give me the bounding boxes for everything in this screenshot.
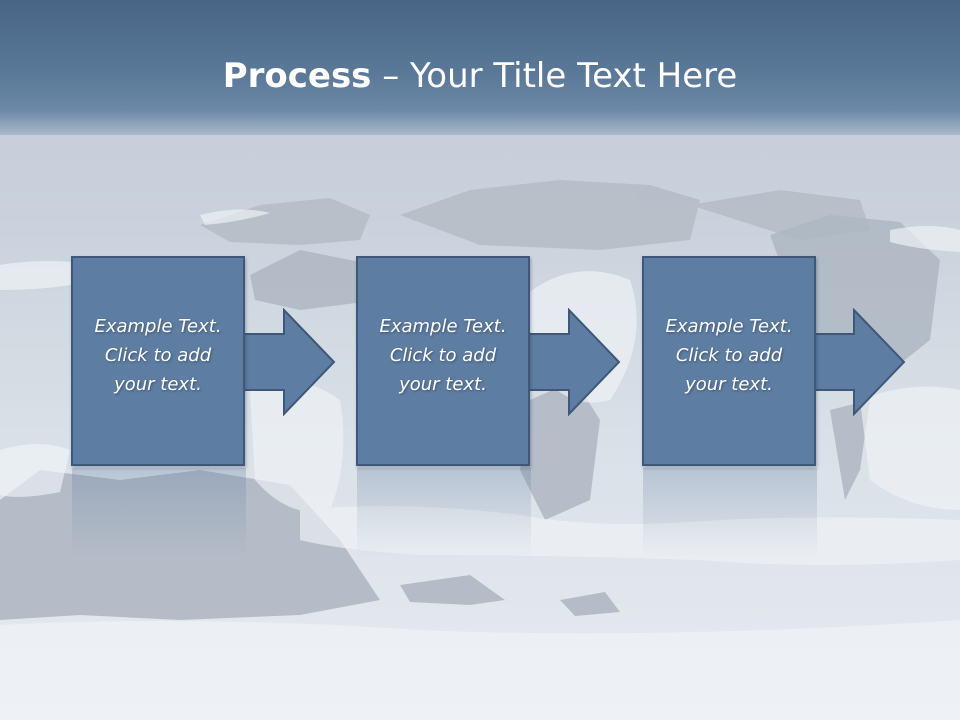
step-2-arrow-icon[interactable] — [529, 308, 621, 416]
step-1-arrow-icon[interactable] — [244, 308, 336, 416]
step-1-line-1: Example Text. — [94, 316, 222, 337]
step-3-line-3: your text. — [685, 374, 773, 395]
step-1-reflection — [72, 468, 246, 558]
title-bold-text: Process — [222, 56, 372, 96]
step-2-text[interactable]: Example Text. Click to add your text. — [356, 312, 530, 399]
step-2-line-1: Example Text. — [379, 316, 507, 337]
title-rest-text: – Your Title Text Here — [371, 56, 738, 96]
step-2-reflection — [357, 468, 531, 558]
step-2-box[interactable] — [356, 256, 530, 466]
step-3-box[interactable] — [642, 256, 816, 466]
step-1-box[interactable] — [71, 256, 245, 466]
step-3-reflection — [643, 468, 817, 558]
step-2-line-2: Click to add — [389, 345, 497, 366]
step-1-text[interactable]: Example Text. Click to add your text. — [71, 312, 245, 399]
step-3-arrow-icon[interactable] — [814, 308, 906, 416]
step-3-line-1: Example Text. — [665, 316, 793, 337]
step-3-text[interactable]: Example Text. Click to add your text. — [642, 312, 816, 399]
step-1-line-2: Click to add — [104, 345, 212, 366]
step-1-line-3: your text. — [114, 374, 202, 395]
step-3-line-2: Click to add — [675, 345, 783, 366]
step-2-line-3: your text. — [399, 374, 487, 395]
title-band — [0, 0, 960, 135]
slide-title[interactable]: Process – Your Title Text Here — [0, 56, 960, 96]
